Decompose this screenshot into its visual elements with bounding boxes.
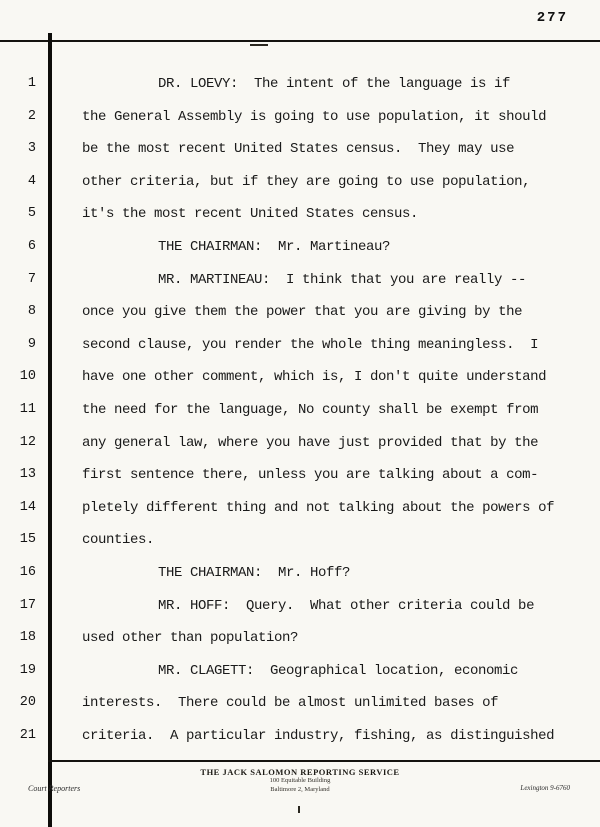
line-number: 4 (27, 173, 36, 189)
line-text: counties. (82, 532, 155, 549)
page-number: 277 (536, 10, 568, 26)
line-text: MR. HOFF: Query. What other criteria cou… (158, 597, 535, 614)
line-number: 17 (19, 597, 36, 613)
line-number: 2 (27, 108, 36, 124)
transcript-line: 11 the need for the language, No county s… (0, 402, 592, 435)
line-text: criteria. A particular industry, fishing… (82, 727, 555, 744)
transcript-line: 17 MR. HOFF: Query. What other criteria c… (0, 598, 592, 631)
line-text: any general law, where you have just pro… (82, 434, 539, 451)
line-text: once you give them the power that you ar… (82, 304, 523, 321)
line-text: the need for the language, No county sha… (82, 401, 539, 418)
transcript-line: 4 other criteria, but if they are going t… (0, 174, 592, 207)
transcript-line: 1 DR. LOEVY: The intent of the language i… (0, 76, 592, 109)
line-text: MR. CLAGETT: Geographical location, econ… (158, 662, 519, 679)
line-text: MR. MARTINEAU: I think that you are real… (158, 271, 527, 288)
line-text: THE CHAIRMAN: Mr. Martineau? (158, 238, 391, 255)
line-number: 18 (19, 630, 36, 646)
transcript-line: 18 used other than population? (0, 630, 592, 663)
transcript-line: 16 THE CHAIRMAN: Mr. Hoff? (0, 565, 592, 598)
transcript-line: 20 interests. There could be almost unlim… (0, 695, 592, 728)
footer-court-reporters: Court Reporters (28, 784, 81, 793)
line-number: 13 (19, 467, 36, 483)
line-text: DR. LOEVY: The intent of the language is… (158, 76, 511, 92)
line-number: 21 (19, 727, 36, 743)
left-margin-rule (48, 33, 52, 827)
line-number: 9 (27, 336, 36, 352)
footer: Court Reporters THE JACK SALOMON REPORTI… (0, 762, 600, 812)
scan-artifact-dash (250, 44, 268, 46)
line-text: THE CHAIRMAN: Mr. Hoff? (158, 564, 351, 581)
line-number: 8 (27, 304, 36, 320)
transcript-line: 13 first sentence there, unless you are t… (0, 467, 592, 500)
transcript-line: 14 pletely different thing and not talkin… (0, 500, 592, 533)
footer-phone: Lexington 9-6760 (520, 784, 570, 792)
transcript-line: 5 it's the most recent United States cens… (0, 206, 592, 239)
line-number: 15 (19, 532, 36, 548)
line-number: 19 (19, 662, 36, 678)
transcript-line: 7 MR. MARTINEAU: I think that you are rea… (0, 272, 592, 305)
transcript-line: 21 criteria. A particular industry, fishi… (0, 728, 592, 761)
line-number: 14 (19, 499, 36, 515)
transcript-line: 10 have one other comment, which is, I do… (0, 369, 592, 402)
line-text: it's the most recent United States censu… (82, 206, 419, 223)
scan-artifact-tick (298, 806, 300, 813)
line-number: 10 (19, 369, 36, 385)
line-number: 5 (27, 206, 36, 222)
transcript-body: 1 DR. LOEVY: The intent of the language i… (0, 76, 592, 760)
transcript-line: 15 counties. (0, 532, 592, 565)
transcript-line: 6 THE CHAIRMAN: Mr. Martineau? (0, 239, 592, 272)
line-text: other criteria, but if they are going to… (82, 173, 531, 190)
footer-reporting-service: THE JACK SALOMON REPORTING SERVICE 100 E… (0, 767, 600, 794)
line-text: second clause, you render the whole thin… (82, 336, 539, 353)
reporting-service-address-1: 100 Equitable Building (269, 777, 331, 784)
transcript-line: 9 second clause, you render the whole thi… (0, 337, 592, 370)
transcript-line: 12 any general law, where you have just p… (0, 435, 592, 468)
line-number: 12 (19, 434, 36, 450)
transcript-line: 8 once you give them the power that you a… (0, 304, 592, 337)
line-text: have one other comment, which is, I don'… (82, 369, 547, 386)
reporting-service-address-2: Baltimore 2, Maryland (270, 785, 330, 793)
transcript-line: 2 the General Assembly is going to use po… (0, 109, 592, 142)
line-number: 1 (27, 76, 36, 91)
reporting-service-name: THE JACK SALOMON REPORTING SERVICE (200, 767, 400, 777)
line-number: 16 (19, 564, 36, 580)
footer-rule-line (48, 760, 600, 762)
line-number: 11 (19, 401, 36, 417)
transcript-line: 19 MR. CLAGETT: Geographical location, ec… (0, 663, 592, 696)
line-number: 3 (27, 141, 36, 157)
line-text: pletely different thing and not talking … (82, 499, 555, 516)
top-rule-line (0, 40, 600, 42)
line-text: the General Assembly is going to use pop… (82, 108, 547, 125)
line-number: 6 (27, 238, 36, 254)
line-text: be the most recent United States census.… (82, 141, 515, 158)
line-text: first sentence there, unless you are tal… (82, 467, 539, 484)
line-number: 7 (27, 271, 36, 287)
line-text: used other than population? (82, 630, 299, 647)
line-text: interests. There could be almost unlimit… (82, 695, 499, 712)
line-number: 20 (19, 695, 36, 711)
transcript-line: 3 be the most recent United States census… (0, 141, 592, 174)
